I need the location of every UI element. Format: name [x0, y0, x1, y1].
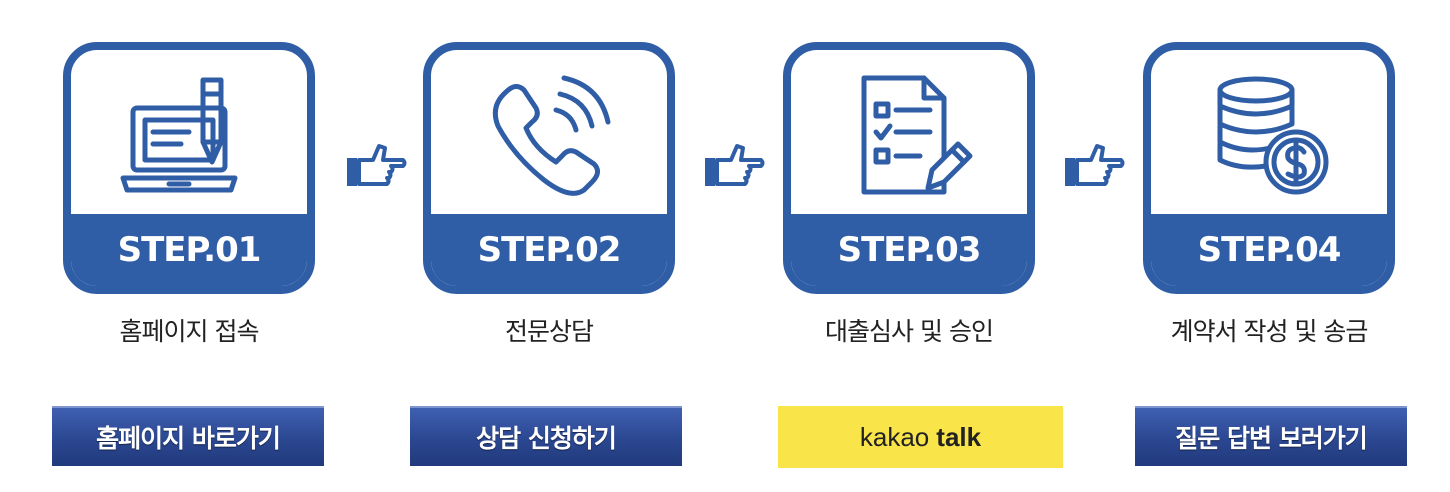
step-label: STEP.01 — [71, 214, 307, 286]
step-label: STEP.04 — [1151, 214, 1387, 286]
kakao-label: kakao — [859, 421, 930, 452]
step-label: STEP.03 — [791, 214, 1027, 286]
talk-label: talk — [936, 421, 982, 452]
phone-call-icon — [492, 75, 611, 196]
pointing-hand-icon — [1065, 144, 1125, 186]
qna-button[interactable]: 질문 답변 보러가기 — [1135, 406, 1407, 466]
step-caption: 홈페이지 접속 — [119, 317, 260, 346]
consult-button[interactable]: 상담 신청하기 — [410, 406, 682, 466]
checklist-document-icon — [861, 75, 973, 195]
step-card: STEP.04 — [1143, 42, 1395, 294]
laptop-pen-icon — [120, 77, 238, 193]
step-02: STEP.02 — [423, 42, 675, 294]
step-label: STEP.02 — [431, 214, 667, 286]
step-03: STEP.03 — [783, 42, 1035, 294]
homepage-button[interactable]: 홈페이지 바로가기 — [52, 406, 324, 466]
step-card: STEP.02 — [423, 42, 675, 294]
coins-dollar-icon — [1217, 76, 1329, 195]
step-caption: 전문상담 — [504, 317, 594, 346]
step-01: STEP.01 — [63, 42, 315, 294]
pointing-hand-icon — [705, 144, 765, 186]
step-04: STEP.04 — [1143, 42, 1395, 294]
step-caption: 계약서 작성 및 송금 — [1170, 317, 1369, 346]
step-caption: 대출심사 및 승인 — [825, 317, 994, 346]
step-card: STEP.03 — [783, 42, 1035, 294]
pointing-hand-icon — [347, 144, 407, 186]
step-card: STEP.01 — [63, 42, 315, 294]
